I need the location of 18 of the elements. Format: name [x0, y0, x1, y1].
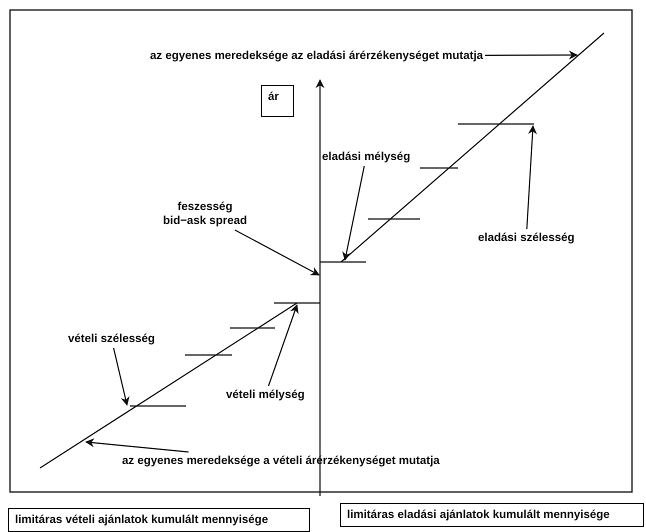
axis-label-box: limitáras eladási ajánlatok kumulált mennyisége — [340, 503, 644, 527]
axis-label-box: limitáras vételi ajánlatok kumulált mennyisége — [8, 508, 310, 532]
leader-arrow — [485, 50, 578, 60]
leader-arrow — [342, 166, 365, 261]
leader-arrow — [113, 348, 130, 406]
leader-arrow — [85, 438, 189, 453]
buy-step-line — [274, 302, 320, 304]
annotation-text: eladási mélység — [322, 150, 410, 164]
annotation-text: vételi mélység — [226, 388, 305, 402]
axis-label-box: ár — [261, 85, 294, 117]
leader-arrow — [268, 304, 299, 386]
annotation-text: eladási szélesség — [478, 231, 575, 245]
leader-arrow — [526, 125, 537, 230]
annotation-text: feszesség bid−ask spread — [160, 200, 250, 228]
leader-arrow — [234, 229, 320, 276]
annotation-text: az egyenes meredeksége az eladási árérzékenységet mutatja — [150, 49, 484, 63]
annotation-text: vételi szélesség — [68, 332, 155, 346]
sell-step-line — [320, 261, 366, 263]
